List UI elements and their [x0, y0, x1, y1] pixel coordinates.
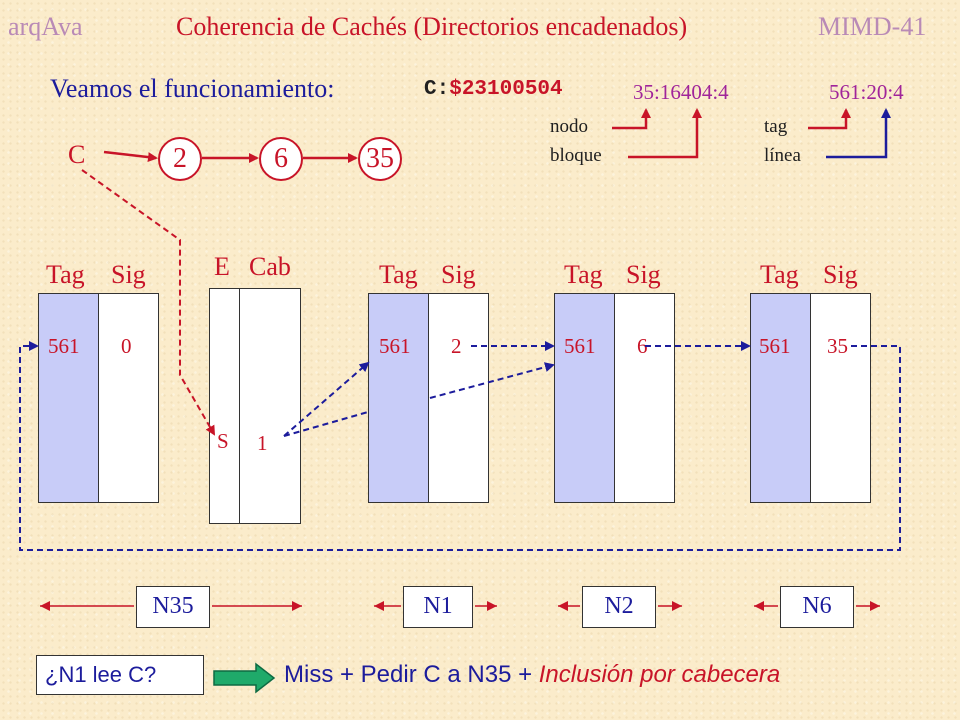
- slide-number: MIMD-41: [818, 12, 927, 41]
- col-header-tag: Tag: [564, 260, 603, 289]
- address-cache-format: 561:20:4: [829, 80, 904, 104]
- label-tag: tag: [764, 116, 788, 137]
- tag-column: [555, 294, 615, 502]
- node-label-n2: N2: [582, 586, 656, 628]
- node-label-n35: N35: [136, 586, 210, 628]
- answer-main: Miss + Pedir C a N35 +: [284, 661, 539, 688]
- variable-label: C: [68, 140, 86, 169]
- tag-value: 561: [48, 334, 80, 358]
- answer-text: Miss + Pedir C a N35 + Inclusión por cab…: [284, 661, 780, 689]
- col-header-sig: Sig: [441, 260, 476, 289]
- linea-arrow: [826, 108, 891, 159]
- tag-value: 561: [564, 334, 596, 358]
- col-header-tag: Tag: [46, 260, 85, 289]
- directory-pointer: [81, 169, 215, 436]
- label-bloque: bloque: [550, 145, 602, 166]
- sig-pointer: [429, 362, 555, 399]
- directory-memory: S 1: [209, 288, 301, 524]
- answer-emphasis: Inclusión por cabecera: [538, 661, 781, 688]
- tag-arrow: [808, 108, 851, 130]
- chain-arrow: [103, 150, 158, 163]
- sig-value: 2: [451, 334, 462, 358]
- tag-column: [39, 294, 99, 502]
- cache-n1: 561 2: [368, 293, 489, 503]
- question-box: ¿N1 lee C?: [36, 655, 204, 695]
- code-value: $23100504: [449, 78, 563, 101]
- result-arrow-icon: [213, 662, 276, 694]
- col-header-sig: Sig: [626, 260, 661, 289]
- tag-column: [369, 294, 429, 502]
- label-linea: línea: [764, 145, 801, 166]
- sig-value: 0: [121, 334, 132, 358]
- head-pointer: [283, 361, 370, 437]
- address-node-format: 35:16404:4: [633, 80, 729, 104]
- head-pointer-secondary: [283, 411, 369, 437]
- sig-value: 6: [637, 334, 648, 358]
- intro-text: Veamos el funcionamiento:: [50, 74, 335, 103]
- cache-n35: 561 0: [38, 293, 159, 503]
- col-header-sig: Sig: [111, 260, 146, 289]
- col-header-tag: Tag: [760, 260, 799, 289]
- label-nodo: nodo: [550, 116, 588, 137]
- chain-node-2: 2: [158, 137, 202, 181]
- return-pointer: [19, 341, 901, 551]
- header-section: arqAva: [8, 12, 83, 41]
- col-header-cab: Cab: [249, 252, 291, 281]
- col-header-e: E: [214, 252, 230, 281]
- col-header-tag: Tag: [379, 260, 418, 289]
- e-column: [210, 289, 240, 523]
- directory-head: 1: [257, 431, 268, 455]
- node-label-n6: N6: [780, 586, 854, 628]
- bloque-arrow: [628, 108, 702, 159]
- code-address: C:$23100504: [424, 78, 563, 101]
- cache-n6: 561 35: [750, 293, 871, 503]
- code-prefix: C:: [424, 78, 450, 101]
- cache-n2: 561 6: [554, 293, 675, 503]
- tag-column: [751, 294, 811, 502]
- directory-state: S: [217, 429, 229, 453]
- nodo-arrow: [612, 108, 651, 130]
- sig-value: 35: [827, 334, 848, 358]
- chain-node-35: 35: [358, 137, 402, 181]
- col-header-sig: Sig: [823, 260, 858, 289]
- tag-value: 561: [379, 334, 411, 358]
- slide-title: Coherencia de Cachés (Directorios encade…: [176, 12, 688, 41]
- chain-node-6: 6: [259, 137, 303, 181]
- tag-value: 561: [759, 334, 791, 358]
- node-label-n1: N1: [403, 586, 473, 628]
